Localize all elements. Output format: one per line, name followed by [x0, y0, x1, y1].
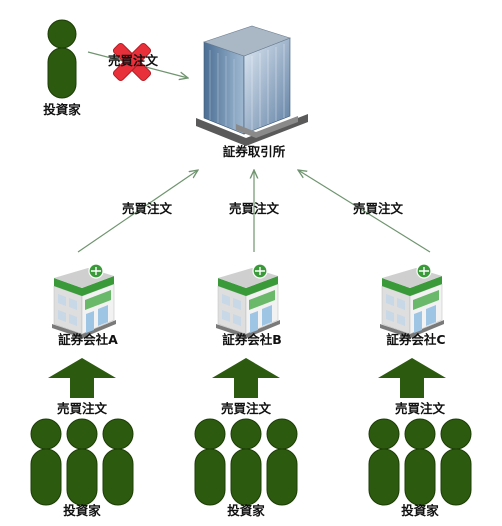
broker-b-label: 証券会社B	[222, 332, 282, 347]
connector-arrow-c	[298, 170, 431, 253]
investors-label-b: 投資家	[227, 503, 265, 518]
direct-investor-label: 投資家	[43, 102, 81, 117]
broker-b-storefront-icon	[215, 263, 281, 339]
up-arrow-a	[48, 358, 116, 398]
investors-label-c: 投資家	[401, 503, 439, 518]
connector-arrow-a	[77, 170, 198, 253]
broker-b-order-label: 売買注文	[220, 401, 272, 416]
red-x-icon	[112, 42, 152, 82]
broker-c-order-label: 売買注文	[394, 401, 446, 416]
broker-c-storefront-icon	[379, 263, 445, 339]
broker-a-storefront-icon	[51, 263, 117, 339]
route-order-label-a: 売買注文	[121, 201, 173, 216]
broker-a-label: 証券会社A	[58, 332, 118, 347]
route-order-label-c: 売買注文	[352, 201, 404, 216]
direct-order-label: 売買注文	[108, 53, 159, 68]
route-order-label-b: 売買注文	[228, 201, 280, 216]
up-arrow-c	[378, 358, 446, 398]
investor-figure-direct	[47, 19, 77, 99]
up-arrow-b	[212, 358, 280, 398]
investor-group-a	[30, 418, 134, 506]
broker-c-label: 証券会社C	[386, 332, 446, 347]
broker-a-order-label: 売買注文	[56, 401, 108, 416]
office-building-icon	[196, 25, 308, 146]
investor-group-b	[194, 418, 298, 506]
exchange-label: 証券取引所	[222, 144, 286, 159]
investor-group-c	[368, 418, 472, 506]
investors-label-a: 投資家	[63, 503, 101, 518]
